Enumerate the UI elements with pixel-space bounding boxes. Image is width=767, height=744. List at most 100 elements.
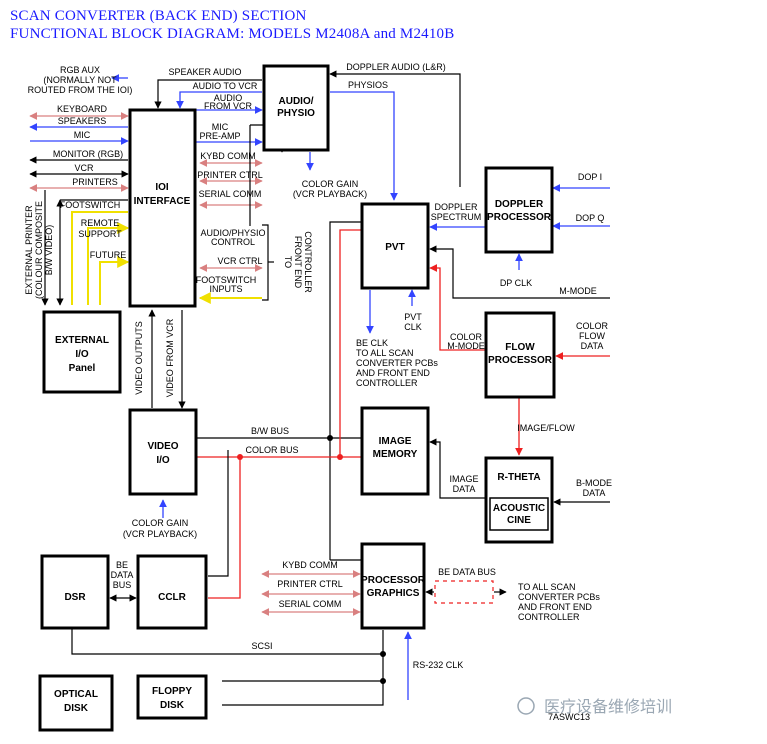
future-label: FUTURE (90, 250, 127, 260)
mic-label: MIC (74, 130, 91, 140)
footswitch-label: FOOTSWITCH (60, 200, 121, 210)
kybd-comm-label: KYBD COMM (200, 151, 256, 161)
rtheta-label: R-THETA (497, 472, 540, 483)
cclr-label: CCLR (158, 592, 187, 603)
left-signals: RGB AUX (NORMALLY NOT ROUTED FROM THE IO… (24, 65, 133, 306)
r-theta-block: R-THETA ACOUSTIC CINE (484, 456, 554, 544)
remote-label-2: SUPPORT (78, 229, 122, 239)
m-mode-label: M-MODE (559, 286, 597, 296)
remote-label-1: REMOTE (81, 218, 120, 228)
audio-physio-block: AUDIO/ PHYSIO (262, 64, 330, 152)
image-memory-block: IMAGE MEMORY (360, 406, 430, 496)
bmode-label-1: B-MODE (576, 478, 612, 488)
be-data-bus-label-3: BUS (113, 580, 132, 590)
be-clk-label-1: BE CLK (356, 338, 388, 348)
bmode-label-2: DATA (583, 488, 606, 498)
pvt-clk-label-1: PVT (404, 312, 422, 322)
be-data-bus-label-2: DATA (111, 570, 134, 580)
color-mmode-label-1: COLOR (450, 332, 483, 342)
doppler-spectrum-label-1: DOPPLER (434, 202, 478, 212)
dop-i-label: DOP I (578, 172, 602, 182)
to-all-scan-label-4: CONTROLLER (518, 612, 580, 622)
printer-ctrl2-label: PRINTER CTRL (277, 579, 343, 589)
to-all-scan-label-2: CONVERTER PCBs (518, 592, 600, 602)
flow-processor-block: FLOW PROCESSOR (484, 311, 556, 399)
external-io-block: EXTERNAL I/O Panel (42, 310, 122, 394)
pvt-label: PVT (385, 242, 404, 253)
ioi-interface-block: IOI INTERFACE (128, 108, 197, 308)
rs232-label: RS-232 CLK (413, 660, 464, 670)
doppler-processor-block: DOPPLER PROCESSOR (484, 166, 554, 254)
ioi-audio-signals: SPEAKER AUDIO AUDIO TO VCR AUDIO FROM VC… (154, 67, 313, 304)
cclr-block: CCLR (136, 554, 208, 630)
be-clk-label-2: TO ALL SCAN (356, 348, 414, 358)
serial-comm2-label: SERIAL COMM (279, 599, 342, 609)
optical-label-1: OPTICAL (54, 689, 98, 700)
to-front-end-label-3: CONTROLLER (303, 231, 313, 293)
audio-physio-ctrl-label-1: AUDIO/PHYSIO (200, 228, 265, 238)
to-all-scan-label-3: AND FRONT END (518, 602, 592, 612)
be-clk-label-3: CONVERTER PCBs (356, 358, 438, 368)
rgb-aux-label-1: RGB AUX (60, 65, 100, 75)
watermark-text: 医疗设备维修培训 (544, 697, 672, 716)
figure-id-label: 7ASWC13 (548, 712, 590, 722)
color-bus-label: COLOR BUS (245, 445, 298, 455)
flow-label-1: FLOW (505, 342, 535, 353)
bw-bus-label: B/W BUS (251, 426, 289, 436)
printer-ctrl-label: PRINTER CTRL (197, 170, 263, 180)
dop-q-label: DOP Q (576, 213, 605, 223)
doppler-signals: DOPPLER AUDIO (L&R) PHYSIOS COLOR GAIN (… (293, 62, 610, 388)
optical-disk-block: OPTICAL DISK (38, 674, 114, 732)
color-gain-label-2: (VCR PLAYBACK) (293, 189, 367, 199)
keyboard-label: KEYBOARD (57, 104, 108, 114)
pvt-block: PVT (360, 202, 430, 290)
audio-label-1: AUDIO/ (279, 96, 314, 107)
speakers-label: SPEAKERS (58, 116, 107, 126)
image-data-label-1: IMAGE (449, 474, 478, 484)
vcr-ctrl-label: VCR CTRL (217, 256, 262, 266)
mic-preamp-label-1: MIC (212, 122, 229, 132)
vcr-label: VCR (74, 163, 94, 173)
image-flow-label: IMAGE/FLOW (517, 423, 575, 433)
procgfx-label-2: GRAPHICS (367, 588, 420, 599)
image-label-2: MEMORY (373, 449, 418, 460)
to-front-end-label-2: FRONT END (293, 236, 303, 289)
doppler-label-1: DOPPLER (495, 199, 544, 210)
acoustic-label-1: ACOUSTIC (493, 503, 545, 514)
audio-label-2: PHYSIO (277, 108, 315, 119)
footswitch-inputs-label-1: FOOTSWITCH (196, 275, 257, 285)
video-io-block: VIDEO I/O (128, 408, 198, 496)
to-front-end-label-1: TO (283, 256, 293, 268)
video-from-vcr-label: VIDEO FROM VCR (165, 318, 175, 397)
dsr-block: DSR (40, 554, 110, 630)
floppy-disk-block: FLOPPY DISK (136, 674, 208, 720)
acoustic-cine-block (489, 497, 549, 531)
mic-preamp-label-2: PRE-AMP (199, 131, 240, 141)
color-gain2-label-1: COLOR GAIN (132, 518, 189, 528)
doppler-spectrum-label-2: SPECTRUM (431, 212, 482, 222)
wechat-icon (517, 697, 535, 715)
kybd-comm2-label: KYBD COMM (282, 560, 338, 570)
scsi-label: SCSI (251, 641, 272, 651)
processor-graphics-block: PROCESSOR GRAPHICS (360, 542, 426, 630)
doppler-label-2: PROCESSOR (487, 212, 552, 223)
acoustic-label-2: CINE (507, 515, 531, 526)
rgb-aux-label-3: ROUTED FROM THE IOI) (28, 85, 133, 95)
video-label-2: I/O (156, 455, 170, 466)
color-flow-label-2: FLOW (579, 331, 606, 341)
serial-comm-label: SERIAL COMM (199, 189, 262, 199)
ioi-label-1: IOI (155, 182, 169, 193)
flow-label-2: PROCESSOR (488, 355, 553, 366)
dp-clk-label: DP CLK (500, 278, 532, 288)
page-title-line-1: SCAN CONVERTER (BACK END) SECTION (10, 8, 307, 24)
bus-signals: VIDEO OUTPUTS VIDEO FROM VCR B/W BUS COL… (71, 221, 612, 706)
floppy-label-2: DISK (160, 700, 185, 711)
audio-to-vcr-label: AUDIO TO VCR (193, 81, 258, 91)
video-outputs-label: VIDEO OUTPUTS (134, 321, 144, 395)
physios-label: PHYSIOS (348, 80, 388, 90)
audio-from-vcr-label-2: FROM VCR (204, 101, 252, 111)
audio-physio-ctrl-label-2: CONTROL (211, 237, 255, 247)
external-label-2: I/O (75, 349, 89, 360)
color-flow-label-1: COLOR (576, 321, 609, 331)
be-data-bus-label-1: BE (116, 560, 128, 570)
